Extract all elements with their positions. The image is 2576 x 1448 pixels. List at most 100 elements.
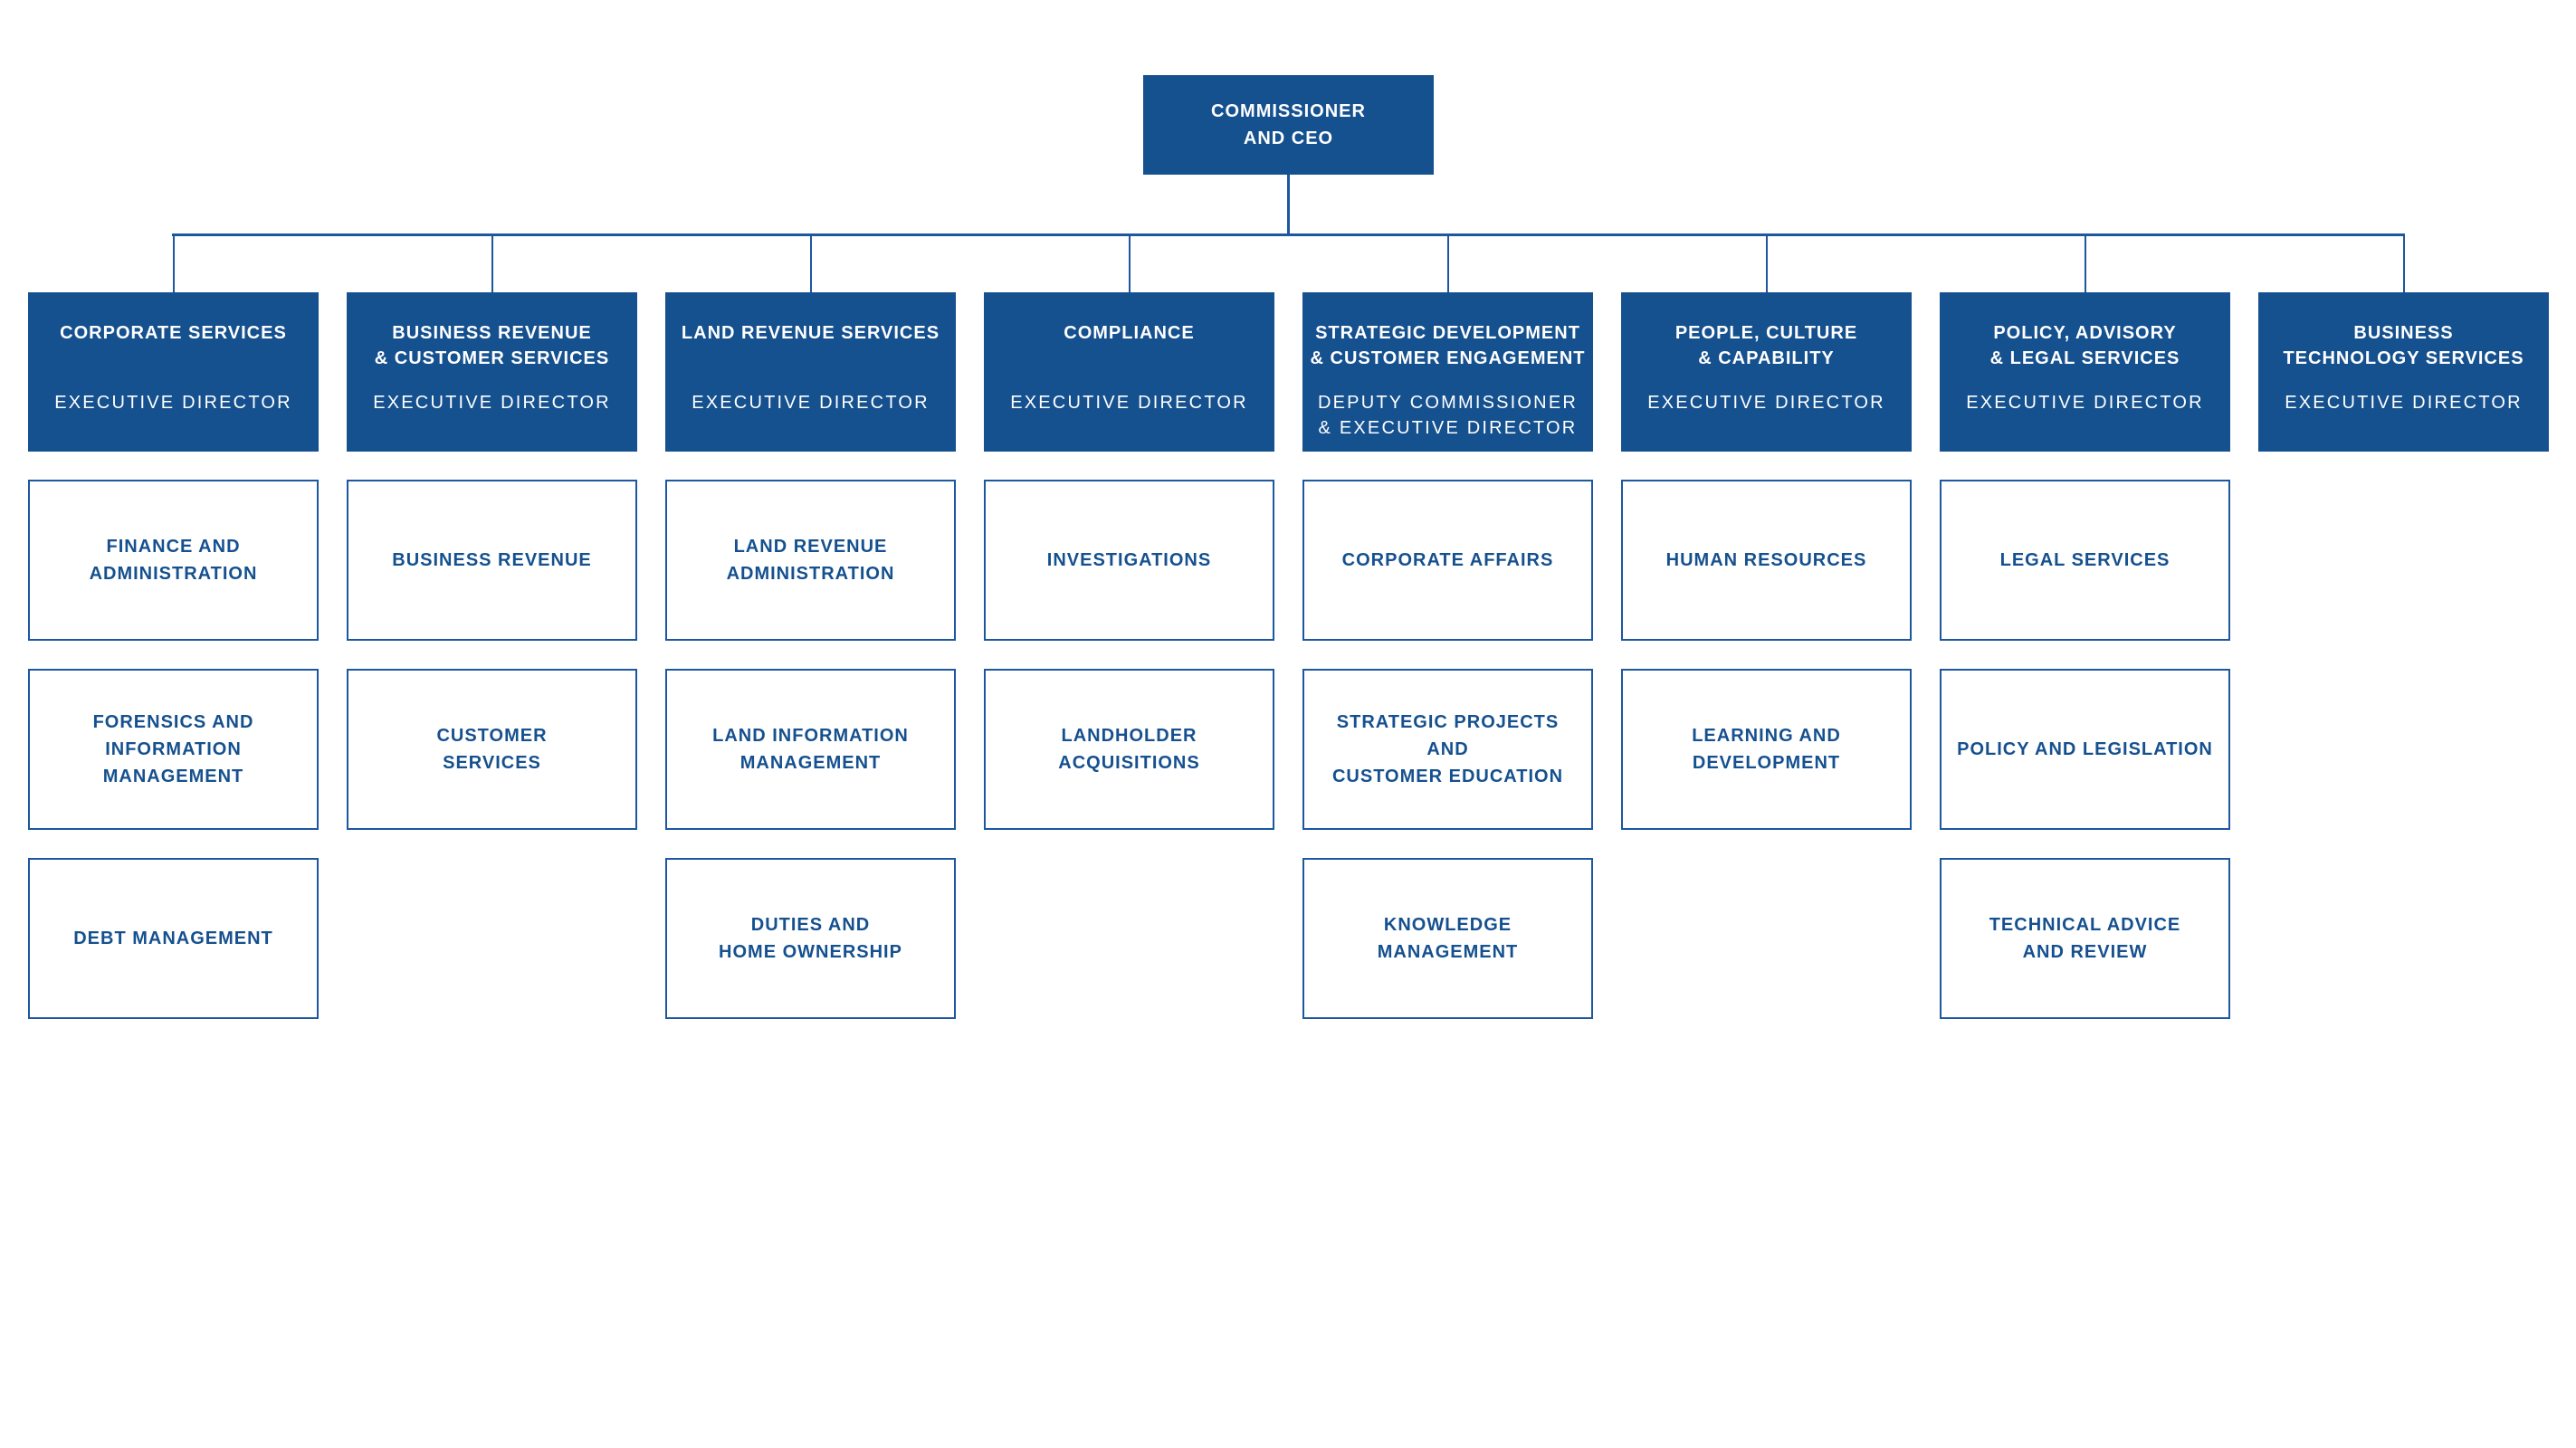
department-title-line: TECHNOLOGY SERVICES [2283,348,2524,368]
connector-ceo-drop [1287,175,1290,236]
department-title-line: & LEGAL SERVICES [1989,348,2180,368]
department-title-line: & CUSTOMER ENGAGEMENT [1310,348,1586,368]
unit-label-line: CUSTOMER [436,726,548,746]
department-title: STRATEGIC DEVELOPMENT& CUSTOMER ENGAGEME… [1302,320,1593,371]
department-role-line: EXECUTIVE DIRECTOR [54,393,292,413]
department-role-line: DEPUTY COMMISSIONER [1317,393,1578,413]
department-title-line: & CAPABILITY [1698,348,1835,368]
unit-label-line: DEVELOPMENT [1692,753,1841,773]
unit-box: HUMAN RESOURCES [1621,480,1912,641]
department-role: EXECUTIVE DIRECTOR [1940,390,2230,415]
unit-label-line: ADMINISTRATION [726,564,895,584]
connector-stub [491,236,493,292]
department-title-line: BUSINESS REVENUE [392,323,592,343]
department-title-line: BUSINESS [2353,323,2454,343]
unit-box: INVESTIGATIONS [984,480,1274,641]
unit-label-line: LEARNING AND [1692,726,1841,746]
ceo-title-line: COMMISSIONER [1211,101,1366,121]
department-title-line: POLICY, ADVISORY [1993,323,2177,343]
unit-label-line: INFORMATION [105,739,242,759]
unit-box: LAND INFORMATION MANAGEMENT [665,669,956,830]
org-column: BUSINESS TECHNOLOGY SERVICES EXECUTIVE DI… [2258,292,2549,452]
department-role: EXECUTIVE DIRECTOR [665,390,956,415]
unit-box: LEARNING AND DEVELOPMENT [1621,669,1912,830]
connector-stub [1446,236,1449,292]
unit-box: LAND REVENUE ADMINISTRATION [665,480,956,641]
department-role: EXECUTIVE DIRECTOR [984,390,1274,415]
ceo-title-line: AND CEO [1243,129,1334,148]
department-role-line: EXECUTIVE DIRECTOR [1010,393,1248,413]
connector-stub [2402,236,2405,292]
connector-stub [2084,236,2086,292]
connector-stub [1765,236,1768,292]
department-role-line: EXECUTIVE DIRECTOR [1966,393,2204,413]
unit-label-line: LEGAL SERVICES [1999,550,2171,570]
department-role: EXECUTIVE DIRECTOR [28,390,319,415]
unit-label-line: DUTIES AND [750,915,871,935]
department-title: CORPORATE SERVICES [28,320,319,371]
department-role: EXECUTIVE DIRECTOR [2258,390,2549,415]
unit-label-line: CORPORATE AFFAIRS [1341,550,1554,570]
department-title-line: CORPORATE SERVICES [60,323,287,343]
unit-label-line: HOME OWNERSHIP [719,942,902,962]
unit-label-line: LAND REVENUE [733,537,888,557]
department-box: LAND REVENUE SERVICES EXECUTIVE DIRECTOR [665,292,956,452]
unit-label-line: TECHNICAL ADVICE [1989,915,2181,935]
department-role-line: EXECUTIVE DIRECTOR [373,393,611,413]
department-box: BUSINESS TECHNOLOGY SERVICES EXECUTIVE DI… [2258,292,2549,452]
department-title: BUSINESS REVENUE& CUSTOMER SERVICES [347,320,637,371]
org-column: PEOPLE, CULTURE & CAPABILITY EXECUTIVE DI… [1621,292,1912,830]
department-role-line: EXECUTIVE DIRECTOR [2285,393,2523,413]
department-title-line: LAND REVENUE SERVICES [681,323,940,343]
department-box: POLICY, ADVISORY & LEGAL SERVICES EXECUTI… [1940,292,2230,452]
department-role: DEPUTY COMMISSIONER & EXECUTIVE DIRECTOR [1302,390,1593,441]
department-role-line: EXECUTIVE DIRECTOR [1647,393,1885,413]
department-role: EXECUTIVE DIRECTOR [1621,390,1912,415]
connector-stub [172,236,175,292]
unit-label-line: BUSINESS REVENUE [392,550,592,570]
connector-stub [809,236,812,292]
unit-label-line: KNOWLEDGE [1383,915,1512,935]
unit-label-line: DEBT MANAGEMENT [73,929,273,948]
department-title: COMPLIANCE [984,320,1274,371]
org-column: BUSINESS REVENUE& CUSTOMER SERVICES EXEC… [347,292,637,830]
unit-box: BUSINESS REVENUE [347,480,637,641]
unit-label-line: FINANCE AND [106,537,241,557]
connector-horizontal [172,233,2405,236]
unit-box: POLICY AND LEGISLATION [1940,669,2230,830]
department-box: COMPLIANCE EXECUTIVE DIRECTOR [984,292,1274,452]
org-column: LAND REVENUE SERVICES EXECUTIVE DIRECTOR… [665,292,956,1019]
unit-label-line: MANAGEMENT [102,767,244,786]
department-title: POLICY, ADVISORY & LEGAL SERVICES [1940,320,2230,371]
department-title-line: PEOPLE, CULTURE [1674,323,1858,343]
unit-box: FORENSICS AND INFORMATION MANAGEMENT [28,669,319,830]
unit-box: CORPORATE AFFAIRS [1302,480,1593,641]
org-column: COMPLIANCE EXECUTIVE DIRECTOR INVESTIGAT… [984,292,1274,830]
department-box: CORPORATE SERVICES EXECUTIVE DIRECTOR [28,292,319,452]
department-title-line: COMPLIANCE [1064,323,1195,343]
unit-box: FINANCE AND ADMINISTRATION [28,480,319,641]
unit-label-line: FORENSICS AND [92,712,254,732]
unit-label-line: ACQUISITIONS [1058,753,1200,773]
department-box: PEOPLE, CULTURE & CAPABILITY EXECUTIVE DI… [1621,292,1912,452]
unit-label-line: MANAGEMENT [739,753,882,773]
department-role-line: & EXECUTIVE DIRECTOR [1318,418,1578,438]
department-role: EXECUTIVE DIRECTOR [347,390,637,415]
unit-label-line: LAND INFORMATION [712,726,909,746]
unit-label-line: CUSTOMER EDUCATION [1331,767,1564,786]
ceo-box: COMMISSIONER AND CEO [1143,75,1434,175]
unit-box: CUSTOMER SERVICES [347,669,637,830]
unit-label-line: ADMINISTRATION [89,564,258,584]
department-title: PEOPLE, CULTURE & CAPABILITY [1621,320,1912,371]
org-column: STRATEGIC DEVELOPMENT& CUSTOMER ENGAGEME… [1302,292,1593,1019]
unit-label-line: HUMAN RESOURCES [1665,550,1867,570]
org-column: CORPORATE SERVICES EXECUTIVE DIRECTOR FI… [28,292,319,1019]
unit-label-line: SERVICES [443,753,541,773]
department-box: BUSINESS REVENUE& CUSTOMER SERVICES EXEC… [347,292,637,452]
department-role-line: EXECUTIVE DIRECTOR [692,393,930,413]
